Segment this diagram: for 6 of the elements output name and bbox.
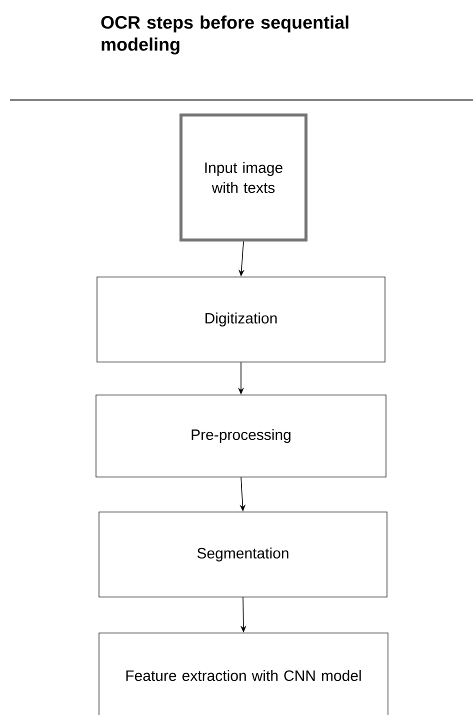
process-box: Feature extraction with CNN model <box>98 632 388 715</box>
title: OCR steps before sequential modeling <box>101 16 348 54</box>
input-box: Input image with texts <box>180 114 308 242</box>
process-box: Pre-processing <box>96 394 386 478</box>
process-box: Digitization <box>96 276 386 362</box>
process-box: Segmentation <box>98 512 388 598</box>
